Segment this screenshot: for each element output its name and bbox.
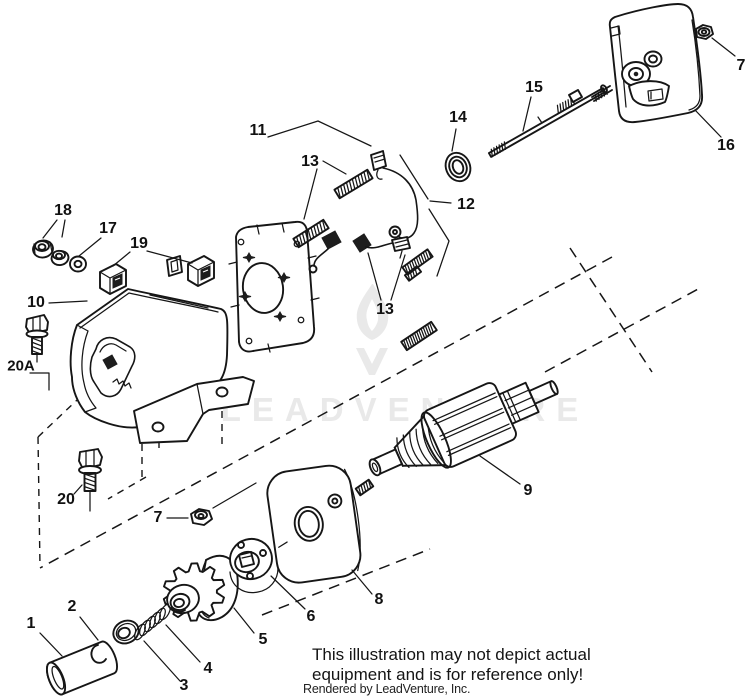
hex-nut-7-bottom xyxy=(190,508,213,526)
callout-9: 9 xyxy=(523,482,533,499)
washer-17 xyxy=(69,255,87,273)
stop-collar-3 xyxy=(112,619,140,645)
starter-housing xyxy=(69,288,255,444)
callout-20a: 20A xyxy=(7,357,35,375)
callout-2: 2 xyxy=(67,598,77,615)
callout-12: 12 xyxy=(457,196,475,213)
end-cap-16 xyxy=(591,3,704,124)
callout-1: 1 xyxy=(26,615,36,632)
bolt-20a xyxy=(25,314,49,363)
drive-spring-4 xyxy=(134,603,171,641)
callout-15: 15 xyxy=(525,79,543,96)
callout-13-bottom: 13 xyxy=(376,301,394,318)
wire-assembly-12 xyxy=(352,150,419,259)
disclaimer-text: This illustration may not depict actual … xyxy=(312,645,591,685)
snap-ring-2 xyxy=(90,644,107,664)
callout-16: 16 xyxy=(717,137,735,154)
brush-holder-clip-19b xyxy=(187,255,215,287)
hex-nut-18a xyxy=(32,239,54,259)
through-bolt-15 xyxy=(487,84,608,158)
callout-7-bottom: 7 xyxy=(153,509,163,526)
terminal-screw xyxy=(354,478,375,497)
callout-11: 11 xyxy=(249,122,267,139)
plate-rivet-marks xyxy=(238,251,291,323)
callout-19: 19 xyxy=(130,235,148,252)
callout-8: 8 xyxy=(374,591,384,608)
callout-4: 4 xyxy=(203,660,213,677)
callout-18: 18 xyxy=(54,202,72,219)
callout-5: 5 xyxy=(258,631,268,648)
brush-holder-clip-19a xyxy=(99,263,127,295)
disclaimer-line-1: This illustration may not depict actual xyxy=(312,645,591,664)
dust-cap-1 xyxy=(45,640,119,696)
thrust-washer-14 xyxy=(444,151,472,183)
disclaimer-line-2: equipment and is for reference only! xyxy=(312,665,584,684)
callout-leader-lines xyxy=(29,37,736,682)
brush-plate xyxy=(166,220,320,353)
callout-17: 17 xyxy=(99,220,117,237)
callout-3: 3 xyxy=(179,677,189,694)
hex-nut-18b xyxy=(50,249,70,266)
bolt-20 xyxy=(78,448,103,512)
drive-pinion-5 xyxy=(162,554,239,622)
callout-20: 20 xyxy=(57,491,75,508)
rendered-by-credit: Rendered by LeadVenture, Inc. xyxy=(303,682,471,696)
drive-flange-6 xyxy=(229,537,279,594)
callout-10: 10 xyxy=(27,294,45,311)
brush-springs-13 xyxy=(292,168,438,352)
boundary-dash-lines xyxy=(37,247,701,616)
armature-9 xyxy=(368,380,559,477)
hex-nut-7-top xyxy=(695,24,714,40)
callout-14: 14 xyxy=(449,109,467,126)
callout-13-top: 13 xyxy=(301,153,319,170)
callout-7-top: 7 xyxy=(736,57,746,74)
callout-6: 6 xyxy=(306,608,316,625)
drive-end-plate-8 xyxy=(266,464,362,584)
